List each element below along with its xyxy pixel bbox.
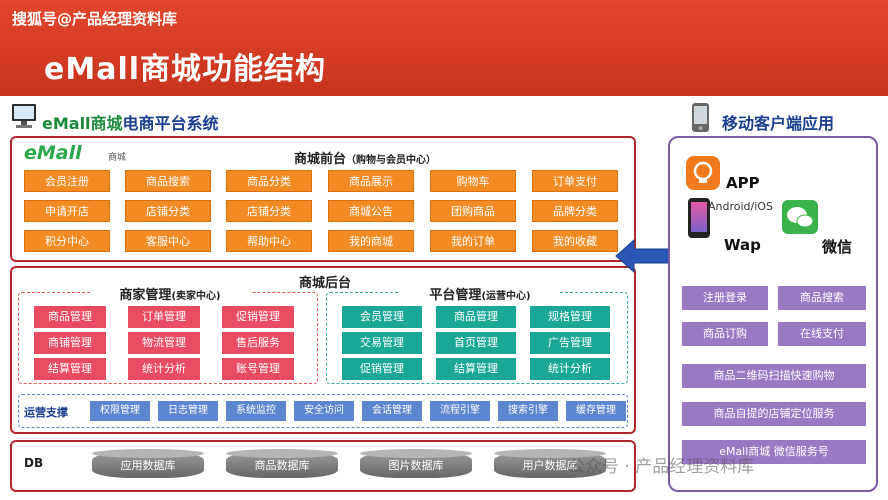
ops-title: 运营支撑 [24, 406, 68, 419]
emall-logo-sub: 商城 [108, 153, 127, 163]
merchant-item[interactable]: 账号管理 [222, 358, 294, 380]
backend-title: 商城后台 [298, 276, 351, 291]
frontend-item[interactable]: 我的收藏 [532, 230, 618, 252]
header-banner [0, 0, 888, 96]
frontend-item[interactable]: 我的商城 [328, 230, 414, 252]
frontend-item[interactable]: 商品展示 [328, 170, 414, 192]
frontend-item[interactable]: 订单支付 [532, 170, 618, 192]
emall-logo: eMall [24, 142, 82, 164]
frontend-item[interactable]: 团购商品 [430, 200, 516, 222]
ops-item[interactable]: 系统监控 [226, 401, 286, 421]
ops-item[interactable]: 权限管理 [90, 401, 150, 421]
platform-item[interactable]: 商品管理 [436, 306, 516, 328]
database-label: 商品数据库 [254, 459, 310, 472]
frontend-item[interactable]: 店铺分类 [125, 200, 211, 222]
system-title: eMall商城电商平台系统 [42, 110, 219, 134]
platform-item[interactable]: 规格管理 [530, 306, 610, 328]
ops-item[interactable]: 安全访问 [294, 401, 354, 421]
platform-item[interactable]: 会员管理 [342, 306, 422, 328]
page-title: eMall商城功能结构 [44, 52, 327, 87]
frontend-item[interactable]: 商城公告 [328, 200, 414, 222]
app-icon [686, 156, 720, 190]
merchant-item[interactable]: 统计分析 [128, 358, 200, 380]
merchant-item[interactable]: 售后服务 [222, 332, 294, 354]
frontend-item[interactable]: 客服中心 [125, 230, 211, 252]
database-cylinder: 商品数据库 [226, 449, 338, 478]
frontend-subtitle: （购物与会员中心） [346, 155, 436, 166]
merchant-item[interactable]: 促销管理 [222, 306, 294, 328]
android-ios-label: Android/iOS [708, 200, 773, 213]
frontend-item[interactable]: 积分中心 [24, 230, 110, 252]
platform-item[interactable]: 统计分析 [530, 358, 610, 380]
source-watermark: 搜狐号@产品经理资料库 [12, 10, 178, 28]
frontend-title: 商城前台（购物与会员中心） [220, 148, 510, 167]
footer-watermark: 公众号 · 产品经理资料库 [568, 457, 755, 477]
platform-item[interactable]: 促销管理 [342, 358, 422, 380]
ops-item[interactable]: 日志管理 [158, 401, 218, 421]
frontend-item[interactable]: 申请开店 [24, 200, 110, 222]
frontend-panel [10, 136, 636, 262]
platform-subtitle: (运营中心) [481, 291, 531, 302]
merchant-title: 商家管理(卖家中心) [90, 284, 250, 303]
ops-panel [18, 394, 628, 428]
merchant-item[interactable]: 订单管理 [128, 306, 200, 328]
phone-icon [692, 103, 709, 132]
platform-item[interactable]: 交易管理 [342, 332, 422, 354]
db-label: DB [24, 456, 44, 470]
mobile-feature[interactable]: 商品自提的店铺定位服务 [682, 402, 866, 426]
platform-item[interactable]: 结算管理 [436, 358, 516, 380]
mobile-feature[interactable]: 商品订购 [682, 322, 768, 346]
mobile-feature[interactable]: 商品二维码扫描快速购物 [682, 364, 866, 388]
frontend-item[interactable]: 购物车 [430, 170, 516, 192]
mobile-title: 移动客户端应用 [722, 114, 835, 133]
database-label: 图片数据库 [388, 459, 444, 472]
frontend-item[interactable]: 会员注册 [24, 170, 110, 192]
merchant-subtitle: (卖家中心) [171, 291, 221, 302]
frontend-item[interactable]: 我的订单 [430, 230, 516, 252]
app-label: APP [726, 174, 760, 192]
system-title-rest: 电商平台系统 [122, 114, 219, 133]
merchant-item[interactable]: 结算管理 [34, 358, 106, 380]
frontend-item[interactable]: 品牌分类 [532, 200, 618, 222]
tablet-icon [688, 198, 710, 238]
platform-item[interactable]: 首页管理 [436, 332, 516, 354]
ops-item[interactable]: 缓存管理 [566, 401, 626, 421]
wap-label: Wap [724, 236, 761, 254]
mobile-feature[interactable]: 注册登录 [682, 286, 768, 310]
merchant-item[interactable]: 商铺管理 [34, 332, 106, 354]
frontend-item[interactable]: 店铺分类 [226, 200, 312, 222]
mobile-panel [668, 136, 878, 492]
computer-icon [12, 104, 36, 128]
mobile-feature[interactable]: eMall商城 微信服务号 [682, 440, 866, 464]
wechat-label: 微信 [822, 238, 853, 256]
merchant-item[interactable]: 商品管理 [34, 306, 106, 328]
ops-item[interactable]: 搜索引擎 [498, 401, 558, 421]
system-title-brand: eMall商城 [42, 114, 123, 133]
mobile-feature[interactable]: 商品搜索 [778, 286, 866, 310]
ops-item[interactable]: 会话管理 [362, 401, 422, 421]
ops-item[interactable]: 流程引擎 [430, 401, 490, 421]
frontend-item[interactable]: 帮助中心 [226, 230, 312, 252]
merchant-title-text: 商家管理 [119, 288, 172, 303]
merchant-item[interactable]: 物流管理 [128, 332, 200, 354]
frontend-item[interactable]: 商品分类 [226, 170, 312, 192]
database-cylinder: 应用数据库 [92, 449, 204, 478]
database-cylinder: 图片数据库 [360, 449, 472, 478]
platform-title: 平台管理(运营中心) [400, 284, 560, 303]
database-label: 用户数据库 [522, 459, 578, 472]
database-cylinder: 用户数据库 [494, 449, 606, 478]
mobile-feature[interactable]: 在线支付 [778, 322, 866, 346]
database-label: 应用数据库 [120, 459, 176, 472]
wechat-icon [782, 200, 818, 234]
frontend-title-text: 商城前台 [293, 152, 346, 167]
frontend-item[interactable]: 商品搜索 [125, 170, 211, 192]
platform-title-text: 平台管理 [429, 288, 482, 303]
platform-item[interactable]: 广告管理 [530, 332, 610, 354]
